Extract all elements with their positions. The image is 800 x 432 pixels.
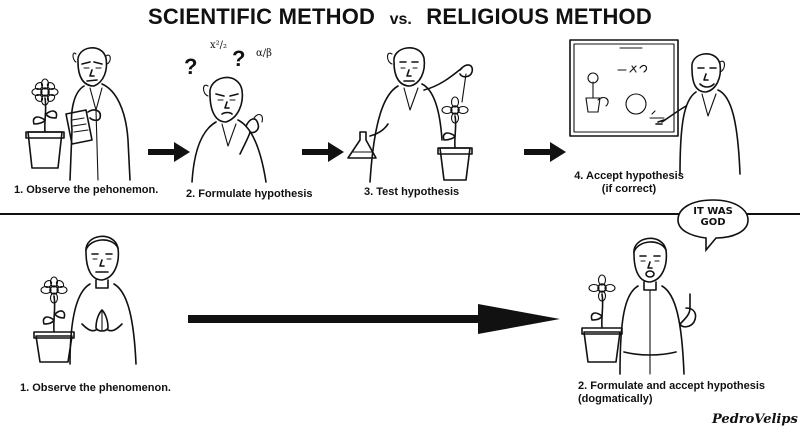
religious-method-title: RELIGIOUS METHOD xyxy=(426,4,652,29)
panel-scientist-testing xyxy=(347,47,474,183)
rel-step-2-label: 2. Formulate and accept hypothesis (dogm… xyxy=(578,380,766,405)
arrow-right-icon xyxy=(302,142,344,162)
sci-step-3-label: 3. Test hypothesis xyxy=(364,186,460,198)
long-arrow-icon xyxy=(188,304,560,334)
scientific-method-title: SCIENTIFIC METHOD xyxy=(148,4,376,29)
question-mark-2: ? xyxy=(232,46,245,71)
artist-signature: PedroVelips xyxy=(712,412,798,427)
question-mark-1: ? xyxy=(184,54,197,79)
speech-bubble-icon xyxy=(677,199,749,253)
versus-label: vs. xyxy=(389,11,412,28)
comic-title: SCIENTIFIC METHOD vs. RELIGIOUS METHOD xyxy=(0,4,800,30)
section-divider xyxy=(0,213,800,215)
sci-step-1-label: 1. Observe the pehonemon. xyxy=(14,184,159,196)
sci-step-4-label: 4. Accept hypothesis (if correct) xyxy=(574,170,684,195)
panel-scientist-chalkboard xyxy=(569,39,741,175)
rel-step-1-label: 1. Observe the phenomenon. xyxy=(20,382,171,394)
math-doodle-2: α/β xyxy=(256,48,272,59)
arrow-right-icon xyxy=(148,142,190,162)
chalkboard-icon xyxy=(569,39,679,137)
arrow-right-icon xyxy=(524,142,566,162)
panel-believer-concluding xyxy=(581,237,697,375)
panel-scientist-thinking: ? ? x²/₂ α/β xyxy=(184,40,272,183)
flower-pot-icon xyxy=(583,331,621,363)
panel-believer-observing xyxy=(33,235,137,365)
panel-scientist-observing xyxy=(25,47,131,181)
flower-pot-icon xyxy=(35,335,73,363)
sci-step-2-label: 2. Formulate hypothesis xyxy=(186,188,313,200)
math-doodle-1: x²/₂ xyxy=(210,40,227,51)
speech-bubble-text: IT WAS GOD xyxy=(693,206,733,228)
